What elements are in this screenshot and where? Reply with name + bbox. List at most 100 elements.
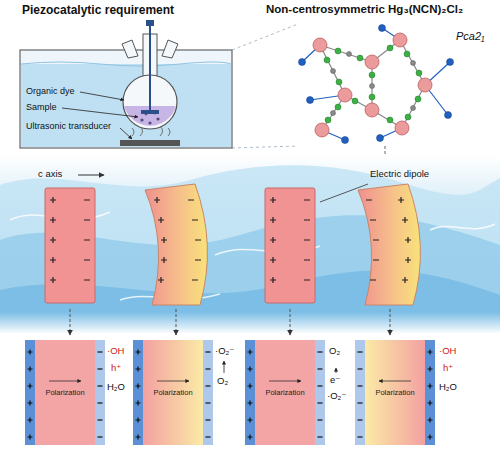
electrode-panel-part bbox=[136, 384, 141, 389]
dashed-arrows-part bbox=[176, 309, 177, 335]
electrode-panel-part bbox=[248, 435, 253, 440]
dashed-arrows-part bbox=[390, 309, 391, 335]
species-label: h⁺ bbox=[111, 362, 121, 373]
electrode-panel-part bbox=[95, 340, 105, 445]
crystal-structure-part-part bbox=[387, 45, 393, 51]
electrode-panel-part bbox=[25, 340, 35, 445]
electrode-panel-part bbox=[428, 384, 433, 389]
crystal-structure-part bbox=[320, 40, 425, 130]
electrode-panel-part bbox=[206, 420, 211, 421]
crystal-plate-part bbox=[265, 188, 315, 303]
round-bottom-flask-part bbox=[122, 40, 138, 58]
electrode-panel-part bbox=[425, 340, 435, 445]
electrode-panel-part bbox=[318, 352, 323, 353]
crystal-plate-part bbox=[45, 188, 95, 303]
electrode-panel-part bbox=[157, 381, 189, 382]
pointer-arrows bbox=[62, 92, 138, 139]
electrode-panel-part bbox=[49, 381, 81, 382]
electrode-panel bbox=[133, 340, 213, 445]
crystal-structure-part-part bbox=[313, 38, 327, 52]
round-bottom-flask-part-part bbox=[156, 117, 159, 120]
electrode-panel-part bbox=[315, 340, 325, 445]
species-label: ·OH bbox=[439, 345, 456, 356]
crystal-structure-part-part bbox=[447, 59, 454, 66]
species-label: O₂ bbox=[329, 345, 340, 356]
electrode-panel-part bbox=[248, 367, 253, 372]
electrode-panel-part bbox=[355, 340, 365, 445]
polarization-panel: Polarization bbox=[255, 340, 315, 445]
callout-label: Ultrasonic transducer bbox=[26, 121, 111, 132]
electrode-panel-part bbox=[98, 420, 103, 421]
crystal-structure-part-part bbox=[387, 117, 393, 123]
dashed-arrows bbox=[70, 309, 390, 335]
electrode-panel-part bbox=[136, 401, 141, 406]
electrode-panel-part bbox=[98, 352, 103, 353]
electrode-panel-part bbox=[318, 403, 323, 404]
electrode-panel-part bbox=[358, 369, 363, 370]
crystal-structure-part bbox=[324, 45, 422, 123]
pointer-arrows-part bbox=[62, 108, 138, 117]
electrode-panel-part bbox=[245, 340, 255, 445]
space-group: Pca2₁ bbox=[456, 30, 485, 43]
crystal-structure-part-part bbox=[377, 135, 384, 142]
reaction-arrows bbox=[224, 361, 336, 373]
crystal-structure-part-part bbox=[352, 98, 358, 104]
electrode-panel-part bbox=[269, 381, 301, 382]
electrode-panel-part bbox=[248, 384, 253, 389]
panel-label: Polarization bbox=[45, 388, 84, 397]
pointer-arrows-part bbox=[80, 92, 124, 100]
electrode-panel-part bbox=[206, 352, 211, 353]
electrode-panel bbox=[25, 340, 105, 445]
crystal-structure-part-part bbox=[336, 79, 342, 85]
crystal-structure-part-part bbox=[395, 121, 409, 135]
species-label: h⁺ bbox=[443, 362, 453, 373]
stirrer-part bbox=[141, 110, 159, 114]
crystal-structure-part-part bbox=[331, 111, 336, 116]
electrode-panel-part bbox=[318, 420, 323, 421]
crystal-plate bbox=[265, 188, 315, 303]
electrode-panel bbox=[355, 340, 435, 445]
callout-label: Organic dye bbox=[26, 86, 75, 97]
crystal-plate-part bbox=[50, 197, 56, 283]
dashed-arrows-part bbox=[290, 309, 291, 335]
electrode-panel-part bbox=[98, 386, 103, 387]
pointer-arrows-part bbox=[120, 128, 132, 139]
electrode-panel-part bbox=[428, 350, 433, 355]
electrode-panel-part bbox=[255, 340, 315, 445]
crystal-structure-part-part bbox=[405, 114, 411, 120]
electrode-panel-part bbox=[136, 367, 141, 372]
electrode-panel-part bbox=[28, 384, 33, 389]
electrode-panel-part bbox=[428, 401, 433, 406]
crystal-structure-part-part bbox=[416, 70, 422, 76]
water-band-part bbox=[0, 312, 500, 334]
crystal-structure-part-part bbox=[342, 137, 349, 144]
bent-crystal-plate-part bbox=[154, 197, 167, 283]
crystal-structure-part-part bbox=[365, 103, 379, 117]
bent-crystal-plate-part bbox=[188, 200, 201, 280]
electrode-panel-part bbox=[98, 369, 103, 370]
electrode-panel-part bbox=[206, 437, 211, 438]
zoom-lines-part bbox=[232, 146, 298, 148]
electrode-panel-part bbox=[358, 386, 363, 387]
crystal-structure-part bbox=[302, 28, 450, 140]
crystal-structure-part-part bbox=[307, 97, 314, 104]
crystal-structure-part-part bbox=[357, 55, 363, 61]
crystal-plate-part bbox=[270, 197, 276, 283]
crystal-structure-part-part bbox=[393, 33, 407, 47]
crystal-structure-part-part bbox=[411, 106, 416, 111]
electrode-panel-part bbox=[203, 340, 213, 445]
ultrasonic-bath-part bbox=[120, 140, 180, 146]
stirrer-part bbox=[146, 20, 154, 26]
panel-label: Polarization bbox=[153, 388, 192, 397]
crystal-structure-part-part bbox=[299, 59, 306, 66]
callout-label: Electric dipole bbox=[370, 168, 429, 179]
bent-crystal-plate-part bbox=[398, 197, 411, 283]
crystal-structure-part-part bbox=[365, 55, 379, 69]
species-label: H₂O bbox=[439, 381, 457, 392]
electrode-panel-part bbox=[98, 437, 103, 438]
crystal-structure-part-part bbox=[370, 84, 375, 89]
crystal-structure-part-part bbox=[325, 117, 331, 123]
electrode-panel-part bbox=[35, 340, 95, 445]
polarization-panel: Polarization bbox=[35, 340, 95, 445]
round-bottom-flask-part bbox=[162, 40, 178, 58]
